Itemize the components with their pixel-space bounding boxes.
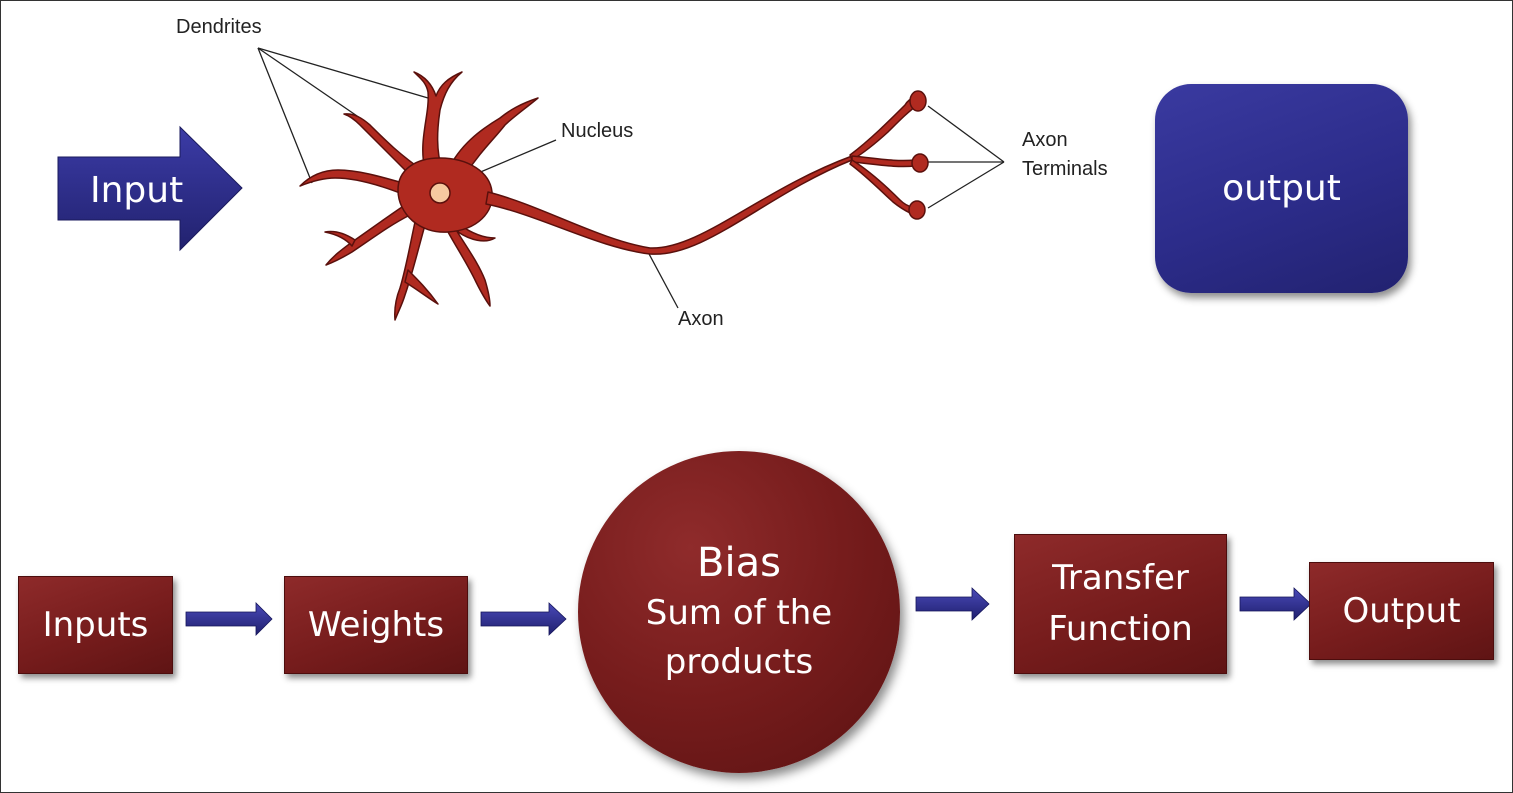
dendrites-label: Dendrites xyxy=(176,16,262,38)
axon-terminals-line1: Axon xyxy=(1022,129,1068,151)
inputs-box: Inputs xyxy=(18,576,173,674)
axon-label: Axon xyxy=(678,308,724,330)
input-arrow-label: Input xyxy=(90,170,184,211)
output-label: Output xyxy=(1342,591,1461,631)
output-box: output xyxy=(1155,84,1408,293)
output-box-bottom: Output xyxy=(1309,562,1494,660)
inputs-label: Inputs xyxy=(42,605,149,645)
transfer-function-box: Transfer Function xyxy=(1014,534,1227,674)
bias-title: Bias xyxy=(697,539,781,586)
axon-terminals-label: Axon Terminals xyxy=(1022,126,1108,184)
weights-box: Weights xyxy=(284,576,468,674)
bias-circle: Bias Sum of the products xyxy=(578,451,900,773)
transfer-line2: Function xyxy=(1048,609,1193,649)
weights-label: Weights xyxy=(307,605,445,645)
leader-lines xyxy=(257,47,1005,309)
nucleus xyxy=(429,182,451,204)
neuron-cell xyxy=(299,71,919,321)
axon-terminals-line2: Terminals xyxy=(1022,158,1108,180)
nucleus-label: Nucleus xyxy=(561,120,634,142)
transfer-line1: Transfer xyxy=(1052,558,1189,598)
bias-line2: Sum of the xyxy=(645,592,833,633)
output-box-label: output xyxy=(1222,168,1341,209)
flow-arrows xyxy=(185,587,1312,636)
input-arrow xyxy=(57,125,243,252)
bias-line3: products xyxy=(664,642,814,682)
